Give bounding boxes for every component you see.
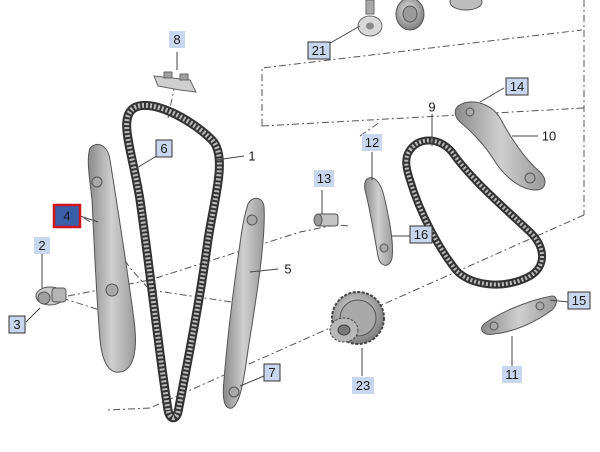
callout-9: 9 — [428, 100, 435, 115]
callout-13: 13 — [314, 170, 334, 187]
leader-lines — [25, 25, 569, 387]
callout-11: 11 — [502, 366, 522, 383]
part-11-lower-guide — [481, 295, 557, 335]
part-12-guide-rail — [364, 177, 393, 266]
callout-number: 13 — [317, 171, 331, 186]
part-4-tensioner-rail — [87, 144, 136, 373]
callout-5: 5 — [284, 262, 291, 277]
callout-number: 15 — [572, 293, 586, 308]
callout-15: 15 — [567, 291, 591, 310]
timing-chain-main — [122, 100, 224, 423]
callout-box — [155, 139, 173, 158]
callout-2: 2 — [34, 237, 50, 254]
callout-number: 7 — [268, 365, 275, 380]
callout-number: 4 — [63, 209, 70, 224]
callout-number: 8 — [173, 32, 180, 47]
callout-box — [307, 41, 331, 60]
callout-10: 10 — [542, 129, 556, 144]
callout-3: 3 — [8, 315, 26, 334]
part-3-chain-tensioner — [35, 286, 67, 306]
callout-number: 16 — [414, 227, 428, 242]
callout-box — [314, 170, 334, 187]
camshaft-sprockets — [357, 0, 483, 37]
callout-box — [52, 203, 82, 229]
callout-number: 14 — [510, 79, 524, 94]
timing-chain-secondary — [402, 136, 546, 289]
callout-box — [505, 77, 529, 96]
part-5-slide-rail — [222, 197, 265, 409]
part-13-bolt — [313, 213, 339, 227]
callout-number: 10 — [542, 129, 556, 144]
callout-7: 7 — [263, 363, 281, 382]
callout-number: 23 — [356, 378, 370, 393]
callout-number: 3 — [13, 317, 20, 332]
callout-box — [169, 31, 185, 48]
part-8-upper-guide — [153, 71, 197, 93]
callout-box — [34, 237, 50, 254]
callout-23: 23 — [352, 377, 374, 394]
callout-box — [362, 134, 382, 151]
callout-box — [263, 363, 281, 382]
callout-number: 2 — [38, 238, 45, 253]
callout-box — [502, 366, 522, 383]
callout-number: 9 — [428, 100, 435, 115]
callout-box — [567, 291, 591, 310]
callout-box — [352, 377, 374, 394]
callout-number: 1 — [248, 149, 255, 164]
part-10-tensioner-rail — [454, 101, 546, 191]
callout-number: 6 — [160, 141, 167, 156]
callout-1: 1 — [248, 149, 255, 164]
callout-21: 21 — [307, 41, 331, 60]
callout-number: 21 — [312, 43, 326, 58]
callout-4[interactable]: 4 — [52, 203, 82, 229]
callout-number: 12 — [365, 135, 379, 150]
callout-number: 5 — [284, 262, 291, 277]
callout-number: 11 — [505, 367, 519, 382]
callout-8: 8 — [169, 31, 185, 48]
part-23-crank-sprocket — [329, 291, 385, 345]
callout-14: 14 — [505, 77, 529, 96]
callout-box — [8, 315, 26, 334]
callout-12: 12 — [362, 134, 382, 151]
callout-16: 16 — [409, 225, 433, 244]
callout-box — [409, 225, 433, 244]
callout-6: 6 — [155, 139, 173, 158]
